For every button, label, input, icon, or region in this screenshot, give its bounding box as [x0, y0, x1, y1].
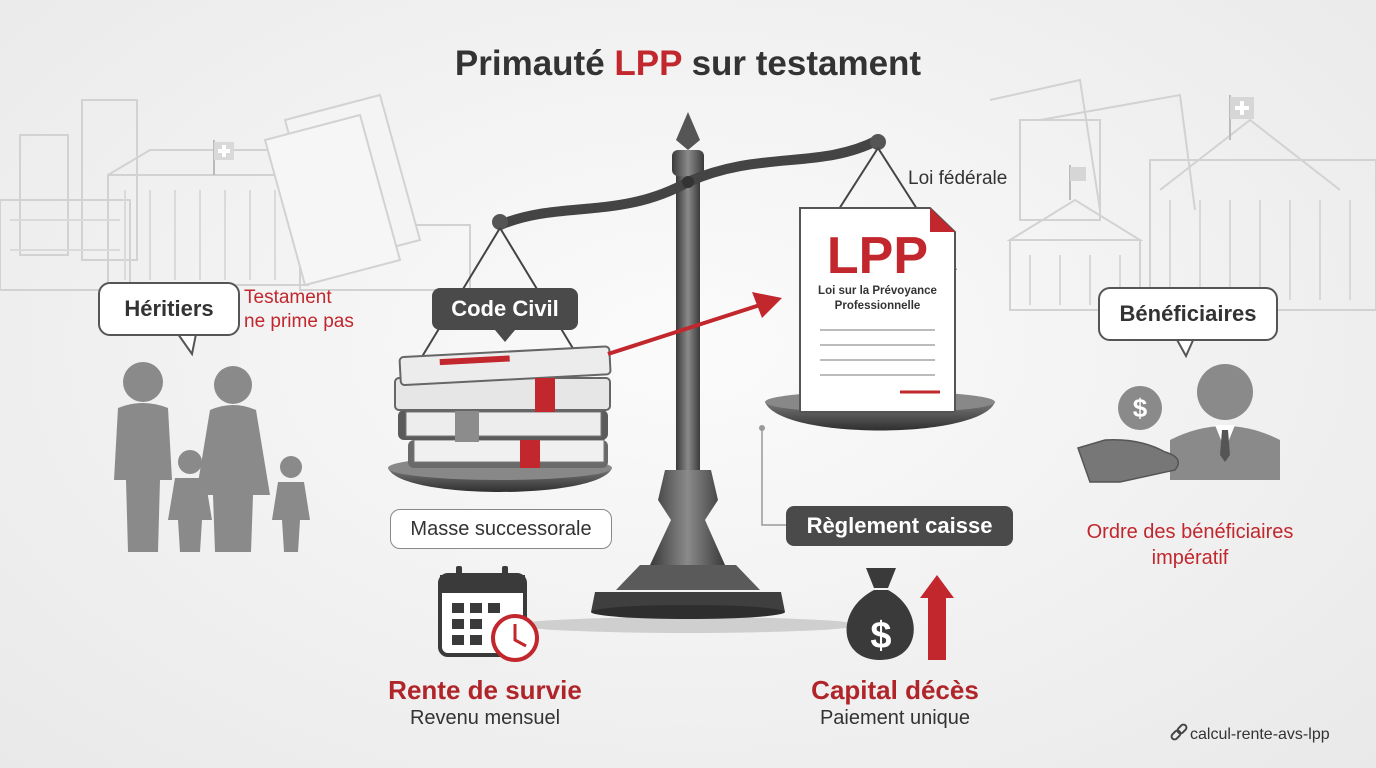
beneficiary-icon: $: [1077, 364, 1280, 483]
document-icon: [799, 207, 956, 413]
family-icon: [114, 362, 310, 552]
heritiers-bubble: Héritiers: [98, 282, 240, 336]
masse-successorale-label: Masse successorale: [390, 509, 612, 549]
capital-deces-sub: Paiement unique: [819, 707, 971, 729]
reglement-caisse-tag: Règlement caisse: [786, 506, 1013, 546]
beneficiaires-bubble: Bénéficiaires: [1098, 287, 1278, 341]
rente-survie-sub: Revenu mensuel: [409, 707, 561, 729]
capital-deces-title: Capital décès: [811, 675, 979, 705]
doc-title: LPP: [826, 227, 929, 285]
testament-note: Testament ne prime pas: [244, 287, 354, 332]
beneficiaires-note: Ordre des bénéficiaires impératif: [1086, 521, 1294, 569]
svg-text:$: $: [1133, 393, 1148, 423]
page-title: Primauté LPP sur testament: [454, 44, 922, 83]
code-civil-tag: Code Civil: [432, 288, 578, 330]
loi-federale-label: Loi fédérale: [908, 168, 1008, 189]
swiss-flag-icon: [213, 95, 1254, 200]
svg-text:$: $: [870, 615, 891, 657]
link-icon: [1170, 723, 1188, 741]
rente-survie-title: Rente de survie: [388, 675, 582, 705]
calendar-clock-icon: [438, 566, 539, 662]
money-bag-icon: $: [846, 568, 954, 660]
doc-subtitle: Loi sur la Prévoyance Professionnelle: [818, 285, 937, 312]
footer-link[interactable]: calcul-rente-avs-lpp: [1190, 726, 1330, 743]
books-icon: [394, 345, 612, 468]
